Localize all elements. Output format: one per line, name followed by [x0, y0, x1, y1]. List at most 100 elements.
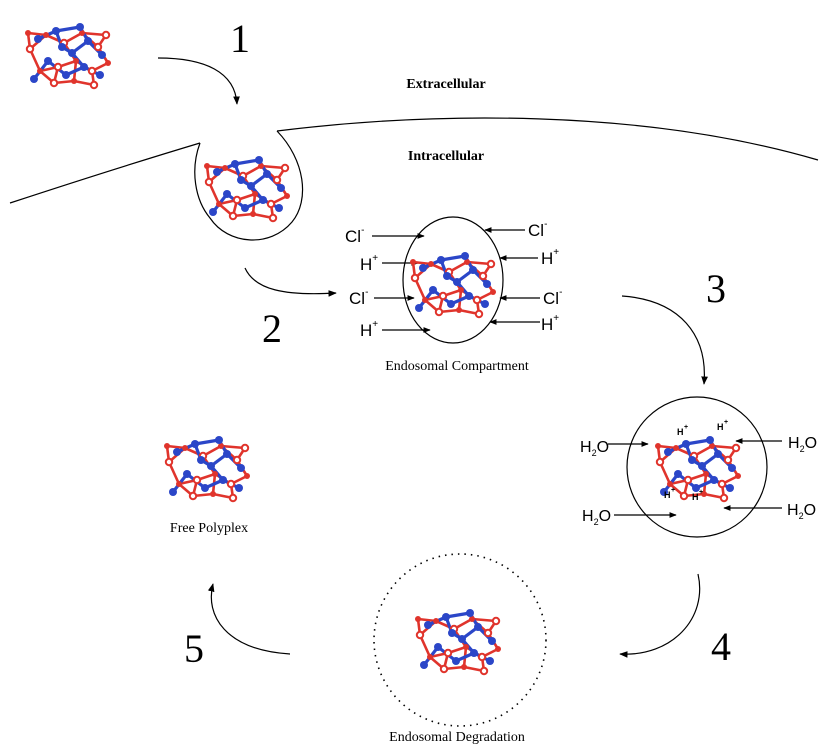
polymer-node — [434, 307, 444, 317]
polymer-node — [37, 68, 43, 74]
polymer-node — [709, 443, 715, 449]
arrow-step-5 — [207, 583, 291, 655]
polymer-node — [410, 273, 420, 283]
dna-node — [726, 484, 734, 492]
polymer-node — [472, 295, 482, 305]
polymer-node — [679, 491, 689, 501]
polymer-node — [458, 287, 464, 293]
dna-strand — [444, 611, 472, 619]
dna-node — [191, 440, 199, 448]
polymer-node — [228, 493, 238, 503]
polymer-node — [43, 32, 49, 38]
arrow-step-4 — [619, 573, 701, 658]
polymer-node — [284, 193, 290, 199]
dna-node — [420, 661, 428, 669]
ion-label-cl: Cl- — [543, 287, 562, 308]
polymer-node — [479, 666, 489, 676]
polymer-node — [422, 297, 428, 303]
dna-node — [429, 286, 437, 294]
svg-text:+: + — [699, 489, 703, 496]
polymer-node — [71, 78, 77, 84]
water-label: H2O — [580, 439, 609, 458]
dna-node — [235, 484, 243, 492]
dna-node — [474, 623, 482, 631]
polymer-node — [438, 291, 448, 301]
water-label: H2O — [787, 502, 816, 521]
polymer-node — [464, 259, 470, 265]
svg-text:H: H — [692, 492, 699, 502]
polymer-node — [49, 78, 59, 88]
step-number-4: 4 — [711, 624, 731, 669]
polymer-node — [53, 62, 63, 72]
polymer-node — [25, 30, 31, 36]
polymer-node — [701, 491, 707, 497]
dna-node — [664, 448, 672, 456]
dna-node — [62, 71, 70, 79]
polymer-node — [477, 652, 487, 662]
dna-node — [219, 476, 227, 484]
intracellular-label: Intracellular — [408, 149, 484, 164]
dna-node — [728, 464, 736, 472]
dna-node — [466, 609, 474, 617]
polyplex-icon — [415, 609, 501, 676]
polymer-node — [105, 60, 111, 66]
dna-node — [201, 484, 209, 492]
polymer-node — [428, 261, 434, 267]
dna-node — [34, 35, 42, 43]
endocytic-vesicle — [194, 130, 304, 241]
dna-node — [277, 184, 285, 192]
polymer-strand — [656, 444, 678, 450]
polymer-node — [79, 30, 85, 36]
polymer-node — [483, 628, 493, 638]
dna-node — [275, 204, 283, 212]
dna-node — [231, 160, 239, 168]
polymer-node — [268, 213, 278, 223]
dna-strand — [439, 254, 467, 262]
dna-node — [660, 488, 668, 496]
polymer-node — [655, 443, 661, 449]
water-label: H2O — [582, 508, 611, 527]
polymer-node — [439, 664, 449, 674]
dna-node — [488, 637, 496, 645]
dna-node — [437, 256, 445, 264]
polymer-strand — [416, 617, 438, 623]
dna-node — [481, 300, 489, 308]
cell-membrane-left — [9, 142, 201, 204]
dna-node — [692, 484, 700, 492]
dna-node — [443, 272, 451, 280]
polymer-node — [101, 30, 111, 40]
polymer-node — [410, 259, 416, 265]
dna-node — [247, 182, 255, 190]
dna-node — [448, 629, 456, 637]
polymer-node — [486, 259, 496, 269]
step-number-1: 1 — [230, 16, 250, 61]
polymer-strand — [26, 31, 48, 37]
polymer-node — [89, 80, 99, 90]
dna-node — [259, 196, 267, 204]
polymer-node — [252, 191, 258, 197]
dna-node — [452, 657, 460, 665]
svg-text:H: H — [664, 490, 671, 500]
polyplex-icon — [655, 436, 741, 503]
dna-node — [98, 51, 106, 59]
endosomal-compartment — [402, 216, 504, 344]
polyplex-icon — [25, 23, 111, 90]
dna-node — [173, 448, 181, 456]
dna-strand — [193, 438, 221, 446]
polymer-node — [673, 445, 679, 451]
dna-node — [207, 462, 215, 470]
dna-node — [237, 176, 245, 184]
dna-node — [674, 470, 682, 478]
dna-node — [223, 450, 231, 458]
dna-node — [80, 63, 88, 71]
free-polyplex-caption: Free Polyplex — [170, 521, 248, 536]
polymer-node — [192, 475, 202, 485]
dna-node — [58, 43, 66, 51]
polymer-node — [204, 177, 214, 187]
polymer-node — [433, 618, 439, 624]
polymer-node — [280, 163, 290, 173]
ion-label-h: H+ — [541, 247, 559, 268]
polymer-node — [226, 479, 236, 489]
polymer-node — [222, 165, 228, 171]
